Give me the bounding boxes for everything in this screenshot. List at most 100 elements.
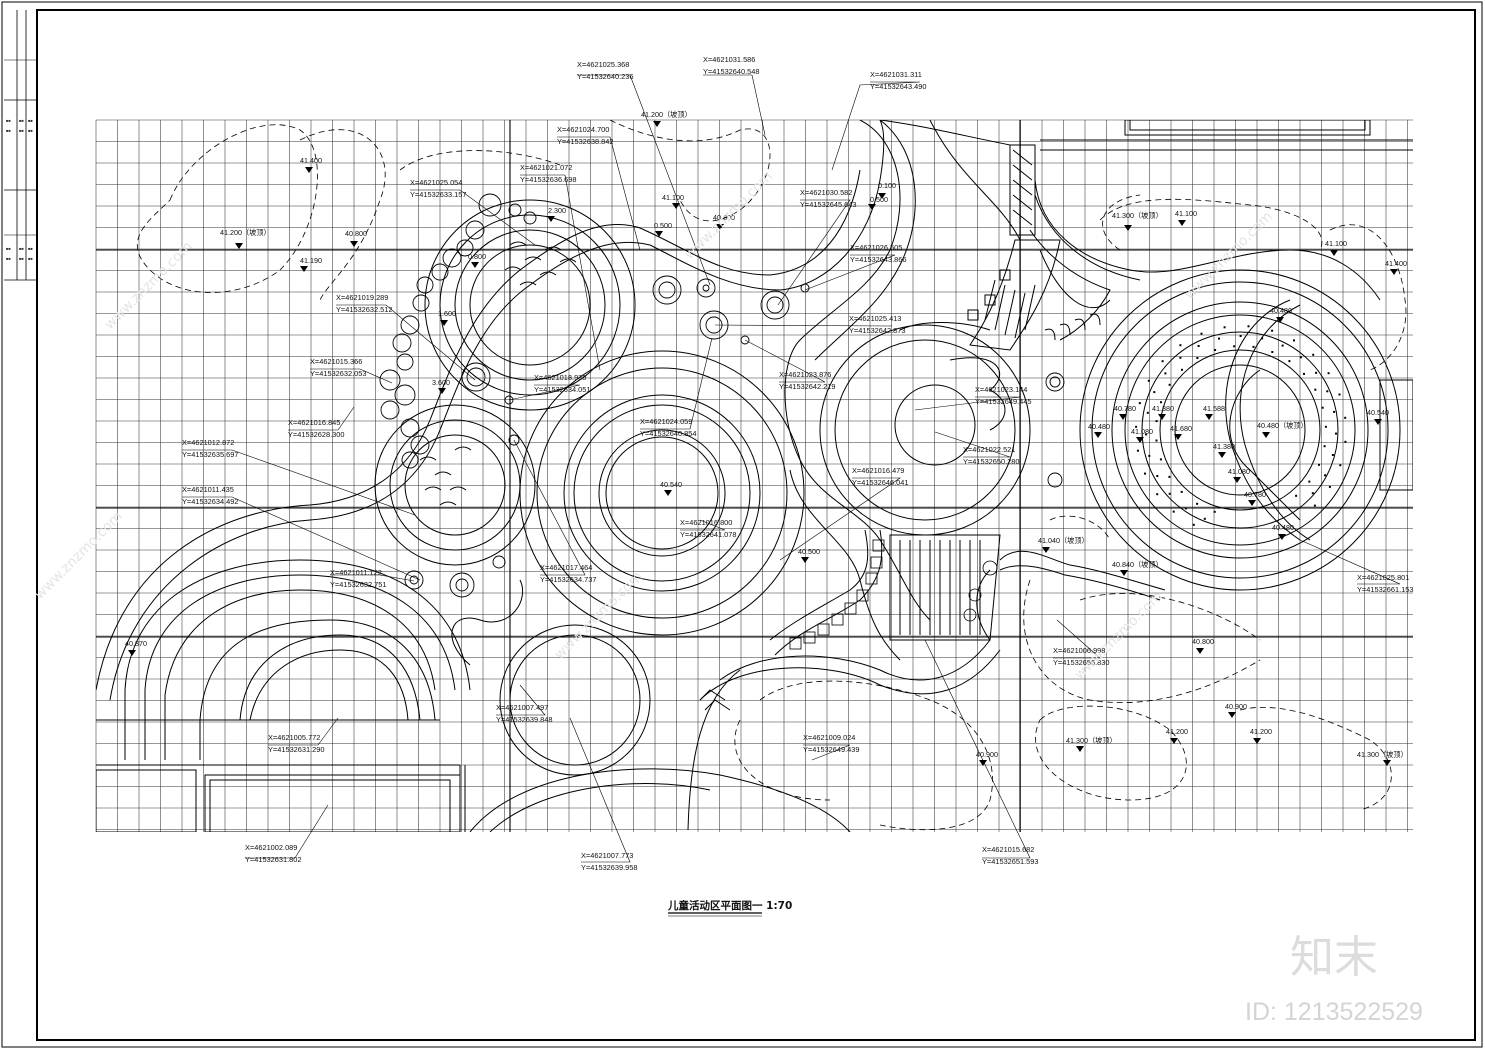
elevation-label: 1.600	[438, 309, 456, 318]
svg-text:Y=41532631.802: Y=41532631.802	[245, 855, 302, 864]
elevation-label: 41.190	[300, 256, 322, 265]
elevation-label: 0.100	[878, 181, 896, 190]
svg-text:X=4621016.800: X=4621016.800	[680, 518, 732, 527]
svg-text:X=4621022.521: X=4621022.521	[963, 445, 1015, 454]
elevation-label: 40.800	[713, 213, 735, 222]
svg-text:X=4621012.872: X=4621012.872	[182, 438, 234, 447]
svg-text:Y=41532640.236: Y=41532640.236	[577, 72, 634, 81]
brand-logo: 知末	[1290, 932, 1378, 983]
elevation-label: 41.200	[1166, 727, 1188, 736]
svg-text:Y=41532640.548: Y=41532640.548	[703, 67, 760, 76]
ramp-upper-right	[929, 120, 1111, 351]
elevation-label: 41.588	[1203, 404, 1225, 413]
svg-text:■■: ■■	[6, 256, 11, 261]
svg-text:■■: ■■	[19, 128, 24, 133]
svg-text:www.znzmo.com: www.znzmo.com	[32, 508, 126, 602]
svg-text:X=4621007.773: X=4621007.773	[581, 851, 633, 860]
svg-text:X=4621024.700: X=4621024.700	[557, 125, 609, 134]
curved-paths-left	[96, 120, 885, 701]
elevation-labels: 41.200（坡顶） 41.400 41.100 40.800 0.100 0.…	[125, 110, 1408, 759]
elevation-label: 0.800	[468, 252, 486, 261]
svg-text:Y=41532635.697: Y=41532635.697	[182, 450, 239, 459]
elevation-label: 41.100	[1175, 209, 1197, 218]
svg-text:X=4621025.801: X=4621025.801	[1357, 573, 1409, 582]
dot-texture-right	[1135, 325, 1347, 526]
leader-lines	[182, 74, 1401, 863]
svg-text:X=4621025.054: X=4621025.054	[410, 178, 462, 187]
svg-text:X=4621015.366: X=4621015.366	[310, 357, 362, 366]
structures-top-right	[879, 120, 1413, 301]
svg-text:X=4621023.876: X=4621023.876	[779, 370, 831, 379]
svg-text:X=4621026.505: X=4621026.505	[850, 243, 902, 252]
svg-text:■■: ■■	[6, 128, 11, 133]
svg-text:Y=41532633.157: Y=41532633.157	[410, 190, 467, 199]
svg-text:■■: ■■	[28, 246, 33, 251]
svg-text:X=4621017.464: X=4621017.464	[540, 563, 592, 572]
lower-center-circles	[451, 579, 851, 832]
elevation-label: 41.200	[1250, 727, 1272, 736]
svg-text:Y=41532632.751: Y=41532632.751	[330, 580, 387, 589]
svg-text:Y=41532643.490: Y=41532643.490	[870, 82, 927, 91]
elevation-label: 40.480（坡顶）	[1257, 421, 1308, 430]
svg-text:X=4621019.289: X=4621019.289	[336, 293, 388, 302]
svg-text:www.znzmo.com: www.znzmo.com	[682, 168, 776, 262]
elevation-label: 41.380	[1213, 442, 1235, 451]
elevation-label: 40.500	[798, 547, 820, 556]
svg-text:X=4621025.413: X=4621025.413	[849, 314, 901, 323]
elevation-label: 41.100	[1325, 239, 1347, 248]
svg-text:Y=41532641.078: Y=41532641.078	[680, 530, 737, 539]
svg-text:Y=41532651.593: Y=41532651.593	[982, 857, 1039, 866]
ramp-lower-center	[687, 529, 1166, 831]
play-area-lower-left	[374, 404, 536, 566]
svg-text:Y=41532645.643: Y=41532645.643	[800, 200, 857, 209]
survey-grid	[95, 119, 1413, 832]
svg-text:Y=41532634.737: Y=41532634.737	[540, 575, 597, 584]
elevation-label: 3.600	[432, 378, 450, 387]
svg-text:■■: ■■	[28, 128, 33, 133]
svg-text:儿童活动区平面图一 1:70: 儿童活动区平面图一 1:70	[667, 899, 792, 912]
elevation-label: 40.480	[1088, 422, 1110, 431]
elevation-label: 40.900	[976, 750, 998, 759]
svg-text:X=4621031.586: X=4621031.586	[703, 55, 755, 64]
svg-text:■■: ■■	[19, 256, 24, 261]
contour-lines-upper-left	[137, 120, 771, 301]
svg-text:Y=41532650.280: Y=41532650.280	[963, 457, 1020, 466]
elevation-label: 0.500	[654, 221, 672, 230]
svg-text:Y=41532642.873: Y=41532642.873	[849, 326, 906, 335]
svg-text:Y=41532638.842: Y=41532638.842	[557, 137, 614, 146]
elevation-label: 40.800	[345, 229, 367, 238]
elevation-label: 40.800	[1192, 637, 1214, 646]
svg-text:Y=41532640.854: Y=41532640.854	[640, 429, 697, 438]
svg-text:X=4621016.845: X=4621016.845	[288, 418, 340, 427]
svg-text:X=4621011.435: X=4621011.435	[182, 485, 234, 494]
elevation-label: 41.680	[1170, 424, 1192, 433]
svg-text:X=4621002.089: X=4621002.089	[245, 843, 297, 852]
retaining-walls-lower-left	[96, 764, 466, 832]
svg-text:X=4621024.059: X=4621024.059	[640, 417, 692, 426]
elevation-label: 41.200（坡顶）	[641, 110, 692, 119]
svg-text:www.znzmo.com: www.znzmo.com	[102, 238, 196, 332]
elevation-label: 40.780	[1244, 490, 1266, 499]
svg-text:X=4621021.072: X=4621021.072	[520, 163, 572, 172]
